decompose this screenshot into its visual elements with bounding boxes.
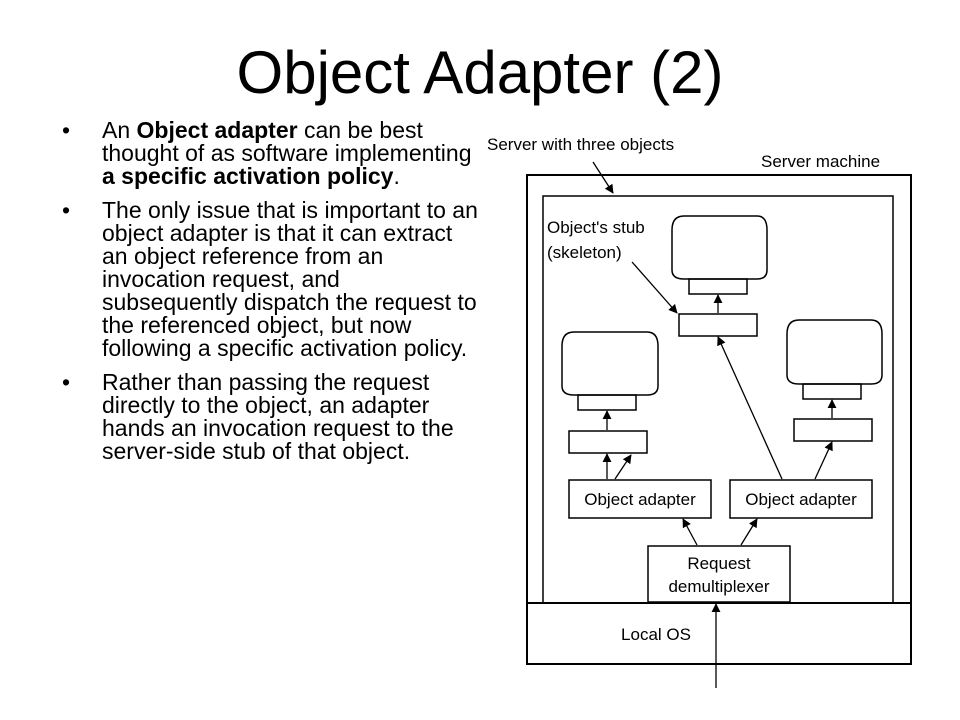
slide-title: Object Adapter (2) bbox=[236, 39, 724, 106]
bullet-text-run: An bbox=[102, 117, 137, 143]
stub-box-left bbox=[568, 430, 648, 454]
arrow-adapter-right-to-stub-right bbox=[814, 441, 833, 480]
stub-box-right bbox=[793, 418, 873, 442]
bullet-marker: • bbox=[62, 197, 71, 223]
bullet-item-object-adapter-definition: • An Object adapter can be best thought … bbox=[58, 119, 478, 188]
bullet-text-run: can be best thought of as software imple… bbox=[102, 117, 472, 166]
bullet-text-run: . bbox=[393, 163, 400, 189]
label-object-adapter-left: Object adapter bbox=[584, 490, 696, 509]
bullet-bold-run: Object adapter bbox=[136, 117, 298, 143]
label-stub-line1: Object's stub bbox=[547, 218, 645, 237]
object-shape-right bbox=[786, 319, 883, 385]
bullet-marker: • bbox=[62, 117, 71, 143]
bullet-item-adapter-hands-request: • Rather than passing the request direct… bbox=[58, 371, 478, 463]
arrow-adapter-left-to-stub-center bbox=[614, 454, 632, 480]
arrow-demux-to-adapter-right bbox=[740, 518, 758, 546]
object-shape-left bbox=[561, 331, 659, 396]
bullet-text: Rather than passing the request directly… bbox=[102, 369, 454, 464]
object-shape-center bbox=[671, 215, 768, 280]
arrow-adapter-right-to-stub-center bbox=[717, 336, 783, 480]
label-demux-line2: demultiplexer bbox=[668, 577, 769, 596]
label-object-adapter-right: Object adapter bbox=[745, 490, 857, 509]
label-local-os: Local OS bbox=[621, 625, 691, 644]
object-interface-center bbox=[688, 278, 748, 295]
object-adapter-right-box bbox=[729, 479, 873, 519]
bullet-item-adapter-issue: • The only issue that is important to an… bbox=[58, 199, 478, 360]
bullet-marker: • bbox=[62, 369, 71, 395]
object-interface-left bbox=[577, 394, 637, 411]
arrow-label-to-server bbox=[592, 161, 614, 194]
bullet-bold-run: a specific activation policy bbox=[102, 163, 394, 189]
arrow-demux-to-adapter-left bbox=[682, 518, 698, 546]
bullet-text: The only issue that is important to an o… bbox=[102, 197, 478, 361]
server-process-box bbox=[542, 195, 894, 604]
server-machine-box bbox=[526, 174, 912, 665]
label-demux-line1: Request bbox=[687, 554, 751, 573]
arrow-label-to-stub bbox=[631, 261, 678, 314]
stub-box-center bbox=[678, 313, 758, 337]
bullet-text-run: Rather than passing the request directly… bbox=[102, 369, 454, 464]
label-server-machine: Server machine bbox=[761, 152, 880, 171]
object-interface-right bbox=[802, 383, 862, 400]
label-server-with-three-objects: Server with three objects bbox=[487, 135, 674, 154]
bullet-text-run: The only issue that is important to an o… bbox=[102, 197, 478, 361]
bullet-text: An Object adapter can be best thought of… bbox=[102, 117, 471, 189]
label-stub-line2: (skeleton) bbox=[547, 243, 622, 262]
object-adapter-left-box bbox=[568, 479, 712, 519]
request-demultiplexer-box bbox=[647, 545, 791, 603]
bullet-list: • An Object adapter can be best thought … bbox=[58, 119, 478, 474]
